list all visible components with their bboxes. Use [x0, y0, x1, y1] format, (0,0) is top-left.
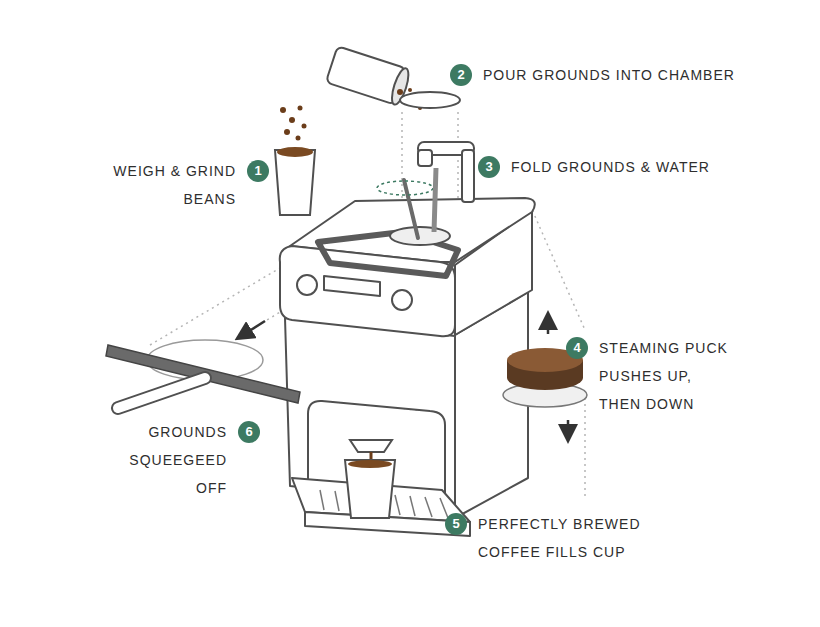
step-label: WEIGH & GRIND BEANS	[109, 157, 238, 213]
callout-number: 4	[566, 337, 588, 359]
callout: 3 FOLD GROUNDS & WATER	[478, 153, 712, 181]
step-label: PERFECTLY BREWED COFFEE FILLS CUP	[476, 510, 648, 566]
callout-number: 5	[445, 513, 467, 535]
callout-number: 6	[238, 421, 260, 443]
callout-number: 2	[450, 64, 472, 86]
callout: 5 PERFECTLY BREWED COFFEE FILLS CUP	[445, 510, 648, 566]
callout: 1 WEIGH & GRIND BEANS	[109, 157, 269, 213]
callout: 6 GROUNDS SQUEEGEED OFF	[93, 418, 260, 502]
callout: 4 STEAMING PUCK PUSHES UP, THEN DOWN	[566, 334, 733, 418]
callout: 2 POUR GROUNDS INTO CHAMBER	[450, 61, 737, 89]
step-label: GROUNDS SQUEEGEED OFF	[93, 418, 229, 502]
step-label: FOLD GROUNDS & WATER	[509, 153, 712, 181]
step-label: STEAMING PUCK PUSHES UP, THEN DOWN	[597, 334, 733, 418]
callout-number: 3	[478, 156, 500, 178]
callout-number: 1	[247, 160, 269, 182]
step-label: POUR GROUNDS INTO CHAMBER	[481, 61, 737, 89]
